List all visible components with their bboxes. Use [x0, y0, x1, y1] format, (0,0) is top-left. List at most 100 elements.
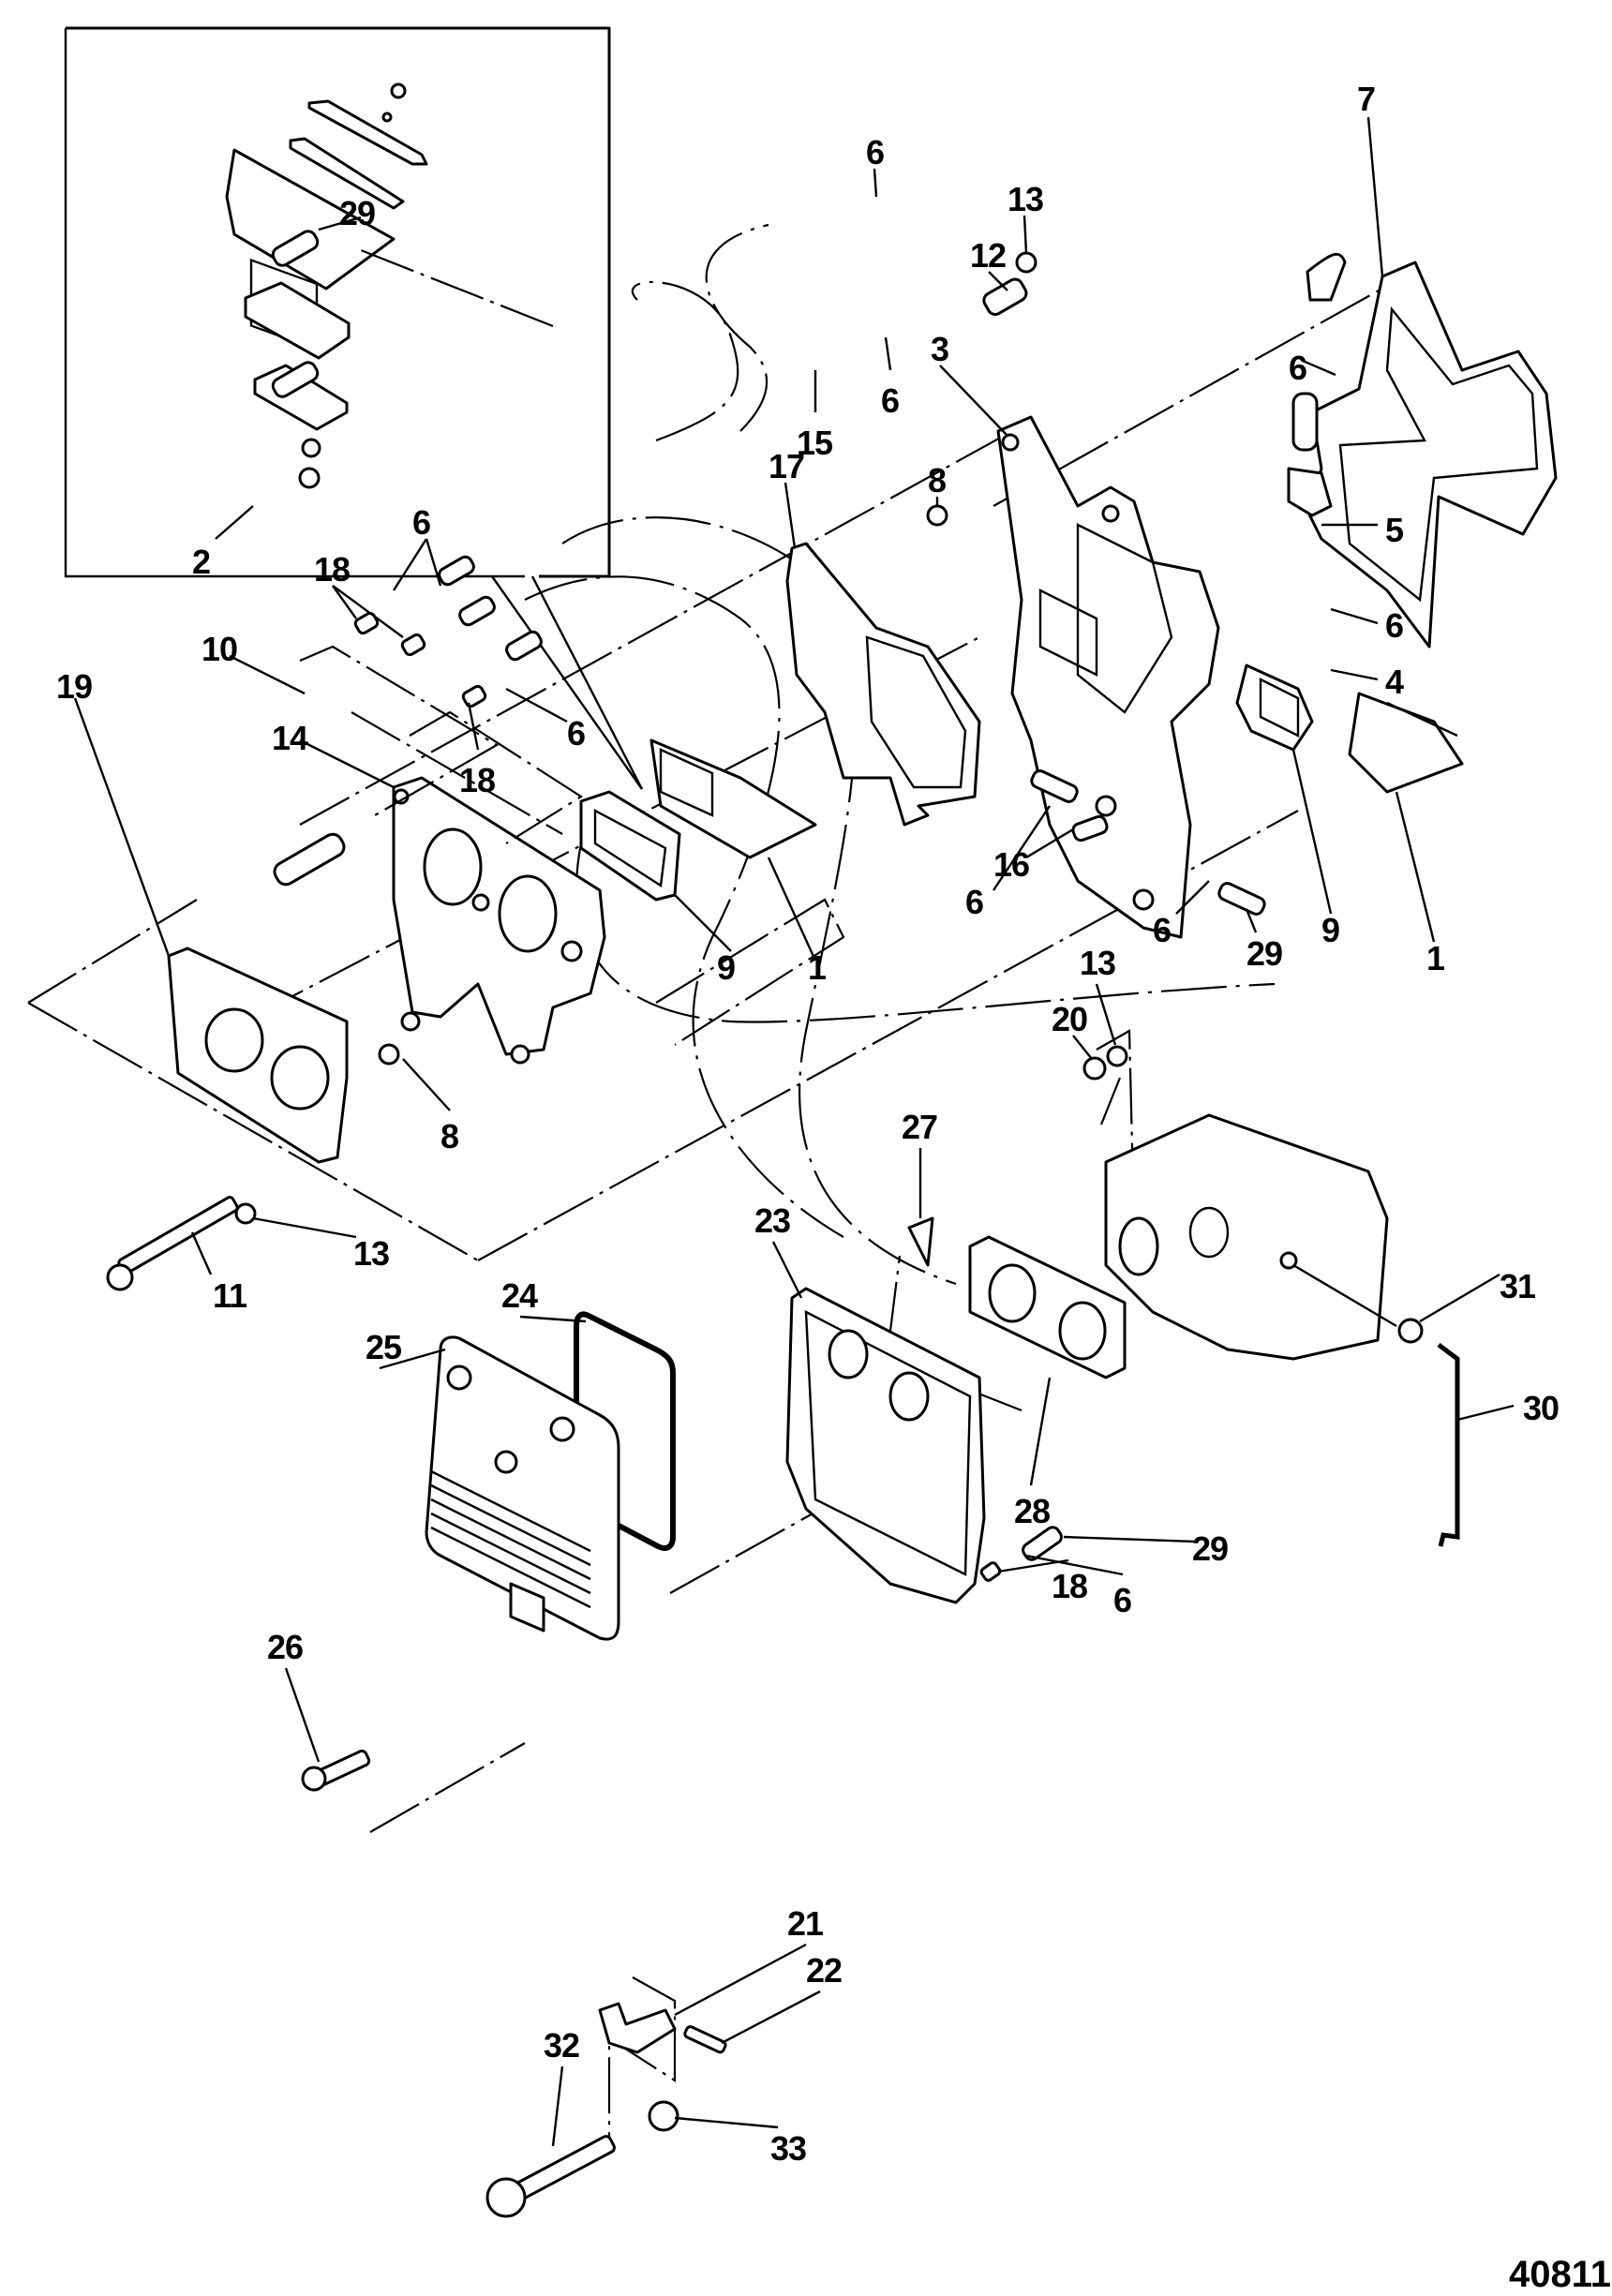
leader-6e-1	[392, 538, 428, 591]
part-19-gasket	[167, 947, 349, 1164]
leader-18a-1	[332, 585, 357, 619]
leader-10	[229, 654, 306, 695]
callout-12: 12	[970, 236, 1006, 275]
callout-24: 24	[501, 1276, 538, 1315]
carburetor-body	[1104, 1113, 1389, 1361]
gasket-9-right-inner	[1259, 678, 1300, 738]
cl-lower-left	[27, 1002, 479, 1261]
leader-3	[939, 365, 1008, 437]
part-4-elbow	[1287, 467, 1333, 517]
plate-14-hole-2	[560, 940, 583, 962]
callout-30: 30	[1523, 1389, 1559, 1427]
reed-block-1-right	[1348, 692, 1464, 794]
hose-15	[271, 361, 320, 398]
leader-12	[988, 271, 1008, 291]
callout-3: 3	[931, 330, 948, 368]
part-30-link-rod	[1437, 1343, 1460, 1547]
leader-18a-2	[332, 585, 404, 638]
callout-6: 6	[1385, 606, 1403, 645]
leader-6b	[884, 336, 892, 371]
fitting-18-c	[461, 684, 487, 708]
reed-stop-lower	[289, 137, 405, 210]
housing-3-port	[1038, 589, 1098, 677]
part-16-check-valve	[1071, 814, 1109, 842]
hose-upper-3	[505, 630, 543, 662]
leader-13c	[252, 1216, 357, 1239]
inset-pointer-right	[530, 575, 644, 790]
gasket-17-outer	[785, 542, 981, 827]
callout-25: 25	[366, 1328, 402, 1366]
leader-1b	[1395, 791, 1436, 943]
carburetor-lever-hole	[1279, 1251, 1298, 1270]
leader-9b	[1291, 749, 1333, 915]
base-23-bore-1	[828, 1329, 869, 1379]
callout-1: 1	[1426, 939, 1445, 977]
base-23-outer	[785, 1287, 986, 1604]
callout-29: 29	[1192, 1529, 1228, 1568]
callout-6: 6	[412, 503, 430, 542]
part-26-screw-head	[301, 1766, 327, 1792]
inset-screw-2	[298, 467, 321, 489]
leader-31	[1419, 1273, 1500, 1323]
cover-25-hole-3	[494, 1450, 518, 1474]
leader-23	[771, 1241, 803, 1299]
callout-6: 6	[866, 133, 884, 171]
callout-6: 6	[1113, 1581, 1131, 1619]
leader-29b	[1245, 908, 1258, 933]
leader-6f	[505, 687, 568, 723]
part-13-washer-top	[1015, 251, 1037, 274]
part-29-hose-lower	[1022, 1526, 1063, 1561]
cl-18-bracket-3	[409, 710, 584, 844]
part-13-washer-middle	[1106, 1045, 1128, 1067]
callout-9: 9	[717, 948, 735, 987]
callout-1: 1	[808, 948, 827, 987]
reed-block-1-right-edge	[1386, 701, 1458, 738]
hose-upper-1	[438, 555, 475, 587]
callout-4: 4	[1385, 663, 1404, 701]
housing-hole-3	[1095, 795, 1117, 817]
leader-20	[1072, 1035, 1093, 1060]
gasket-7-inner	[1338, 306, 1539, 603]
inset-nut	[301, 438, 321, 458]
hose-middle	[1030, 769, 1079, 803]
callout-6: 6	[881, 381, 899, 420]
leader-30	[1456, 1404, 1515, 1422]
leader-14	[299, 738, 395, 789]
hose-upper-2	[458, 595, 496, 627]
upper-left-fittings	[271, 230, 584, 844]
leader-11	[190, 1231, 213, 1275]
cl-16-bracket	[655, 898, 845, 1046]
reed-block-1-center-window	[659, 748, 714, 817]
gasket-19-bore-1	[204, 1007, 264, 1073]
leader-16	[1025, 827, 1074, 859]
leader-6i	[1025, 1554, 1124, 1576]
part-14-adaptor-plate	[392, 776, 606, 1065]
callout-18: 18	[1052, 1567, 1087, 1605]
inset-pointer-left	[491, 575, 643, 790]
callout-31: 31	[1500, 1267, 1536, 1305]
cover-25-hole-2	[549, 1416, 575, 1442]
cl-18-bracket-1	[299, 645, 500, 816]
plate-14-hole-3	[400, 1011, 421, 1032]
cl-hose-29-top	[355, 246, 554, 328]
plate-14-center-hole	[471, 893, 490, 912]
base-23-bore-2	[888, 1371, 930, 1422]
cl-31	[1292, 1263, 1397, 1328]
gasket-9-center-inner	[593, 809, 667, 888]
part-21-choke-lever	[598, 2002, 677, 2054]
part-3-housing	[996, 415, 1220, 939]
leader-6h	[1175, 880, 1210, 915]
part-13-washer-lower	[234, 1202, 257, 1225]
callout-20: 20	[1052, 1000, 1087, 1038]
plate-14-bore-2	[498, 874, 558, 953]
callout-5: 5	[1385, 511, 1404, 549]
cover-25-louvers	[430, 1469, 591, 1609]
leader-6d	[1330, 607, 1379, 625]
gasket-17-inner	[865, 635, 967, 789]
callout-18: 18	[314, 550, 350, 589]
leader-9a	[674, 894, 732, 952]
callout-8: 8	[928, 461, 946, 499]
cl-21-32	[607, 1976, 677, 2146]
leader-26	[284, 1667, 321, 1763]
housing-hole-2	[1101, 504, 1120, 523]
